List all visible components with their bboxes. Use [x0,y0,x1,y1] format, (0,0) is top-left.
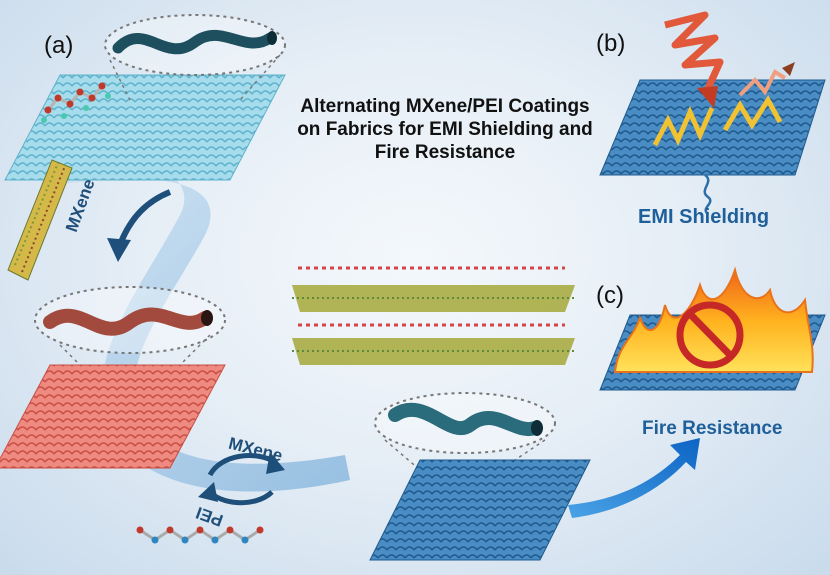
zoom-line [109,59,131,101]
zoom-line [384,439,421,471]
molecule-pei-icon [136,526,264,544]
layered-structure-icon [292,266,575,365]
prohibited-sign-icon [676,301,744,369]
fabric-light-blue [4,74,286,181]
em-wave-reflected-arrowhead-icon [782,62,795,76]
fiber-red-icon [43,307,212,336]
panel-label-b: (b) [596,30,626,57]
panel-label-a: (a) [44,32,74,59]
panel-label-c: (c) [596,282,624,309]
fiber-light-icon [112,29,276,55]
flame-icon [613,266,814,373]
em-wave-arrowhead-icon [697,86,718,108]
fire-resistance-caption: Fire Resistance [642,418,783,439]
zoom-line [499,439,546,471]
fiber-end-icon [201,310,213,326]
fire-arrow-icon [568,438,700,518]
band-arrowhead-icon [107,238,131,262]
fiber-coated-icon [388,402,542,437]
fabric-red [0,364,226,469]
em-wave-absorbed-icon [722,95,783,132]
em-wave-transmitted-icon [703,173,712,215]
zoom-line [239,54,281,101]
cycle-arrowhead-left-icon [198,482,218,502]
molecule-top-left-icon [41,82,111,123]
fabric-blue-final [369,459,591,561]
em-wave-incident-icon [664,11,724,97]
figure-title: Alternating MXene/PEI Coatings on Fabric… [297,96,593,163]
em-wave-reflected-icon [738,69,787,97]
fiber-end-icon [531,420,543,436]
mxene-sheet-left-icon [7,159,73,281]
emi-shielding-caption: EMI Shielding [638,206,770,228]
em-wave-absorbed-icon [652,105,715,147]
cycle-arrow-icon [207,453,277,477]
fiber-end-icon [267,31,277,45]
cycle-arrowhead-right-icon [266,452,285,474]
